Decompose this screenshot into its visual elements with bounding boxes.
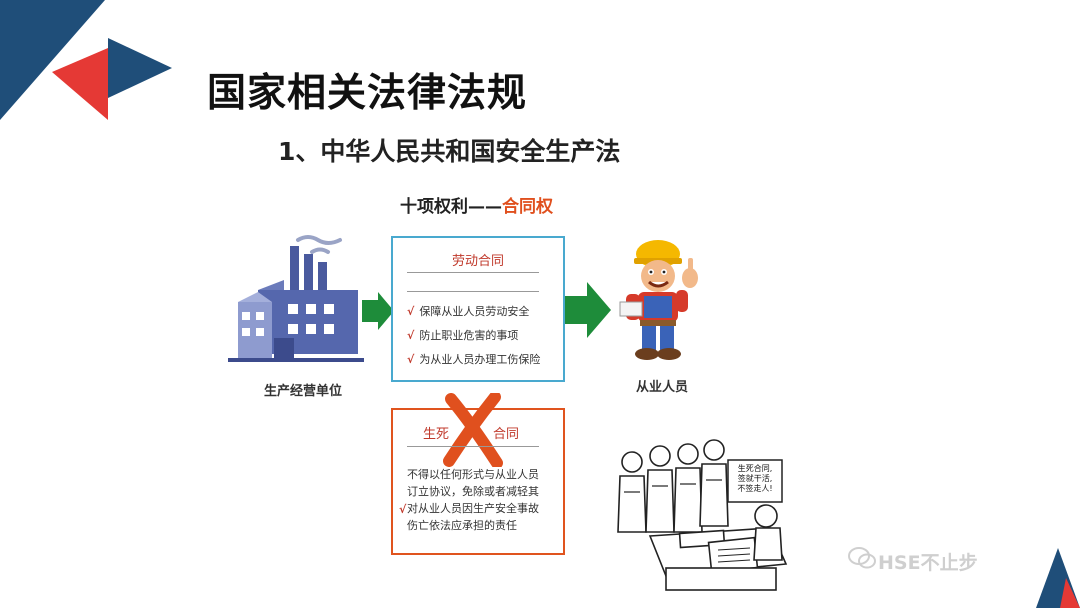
- labor-contract-box: 劳动合同 √保障从业人员劳动安全 √防止职业危害的事项 √为从业人员办理工伤保险: [391, 236, 565, 382]
- page-title: 国家相关法律法规: [207, 71, 528, 116]
- factory-icon: [228, 235, 364, 362]
- list-item: √保障从业人员劳动安全: [407, 305, 530, 318]
- divider: [407, 272, 539, 273]
- labor-contract-list: √保障从业人员劳动安全 √防止职业危害的事项 √为从业人员办理工伤保险: [407, 304, 540, 376]
- check-icon: √: [399, 503, 407, 516]
- arrow-right-icon: [565, 282, 611, 338]
- section-heading-highlight: 合同权: [502, 197, 553, 217]
- cartoon-illustration-icon: [617, 439, 788, 591]
- worker-icon: [619, 240, 698, 360]
- cross-icon: [443, 393, 503, 467]
- speech-bubble: 生死合同, 签就干活, 不签走人!: [737, 464, 773, 493]
- divider: [407, 291, 539, 292]
- watermark-text: HSE不止步: [878, 552, 978, 574]
- corner-decoration-top-left: [0, 0, 172, 120]
- subtitle: 1、中华人民共和国安全生产法: [278, 137, 621, 166]
- death-contract-box: 生死 合同 不得以任何形式与从业人员 订立协议，免除或者减轻其 对从业人员因生产…: [391, 393, 565, 555]
- labor-contract-title: 劳动合同: [451, 254, 504, 269]
- wechat-icon: [848, 547, 876, 569]
- check-icon: √: [407, 305, 415, 318]
- section-heading-prefix: 十项权利——: [400, 197, 502, 217]
- death-contract-title-right: 合同: [493, 427, 520, 442]
- death-contract-title-left: 生死: [423, 427, 450, 442]
- death-contract-text: 不得以任何形式与从业人员 订立协议，免除或者减轻其 对从业人员因生产安全事故 伤…: [407, 468, 539, 532]
- employee-label: 从业人员: [635, 380, 688, 395]
- corner-decoration-bottom-right: [1036, 548, 1080, 608]
- list-item: √防止职业危害的事项: [407, 329, 519, 342]
- section-heading: 十项权利——合同权: [400, 192, 553, 217]
- arrow-right-icon: [362, 292, 394, 330]
- check-icon: √: [407, 329, 415, 342]
- check-icon: √: [407, 353, 415, 366]
- employer-label: 生产经营单位: [263, 384, 342, 399]
- divider: [407, 446, 539, 447]
- list-item: √为从业人员办理工伤保险: [407, 353, 541, 366]
